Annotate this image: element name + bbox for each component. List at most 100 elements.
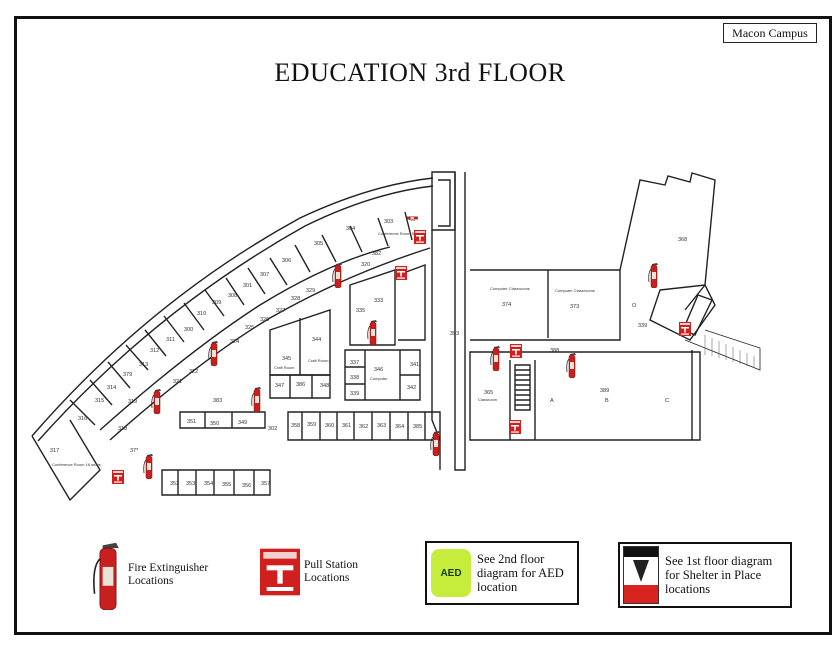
pull-station-icon — [679, 322, 691, 336]
svg-text:335: 335 — [356, 308, 365, 314]
svg-text:306: 306 — [282, 258, 291, 264]
fire-extinguisher-icon — [251, 386, 262, 412]
svg-text:Conference Room Seats: Conference Room Seats — [378, 231, 422, 236]
aed-icon: AED — [431, 549, 471, 597]
svg-text:349: 349 — [238, 420, 247, 426]
legend-shelter-line3: locations — [665, 582, 711, 596]
legend-extinguisher-line1: Fire Extinguisher — [128, 562, 209, 574]
svg-text:308: 308 — [228, 293, 237, 299]
pull-station-icon — [414, 230, 426, 244]
legend-pull-line1: Pull Station — [304, 559, 358, 571]
svg-text:338: 338 — [350, 375, 359, 381]
legend-extinguisher-line2: Locations — [128, 575, 174, 587]
svg-text:385: 385 — [413, 424, 422, 430]
legend-shelter: See 1st floor diagram for Shelter in Pla… — [618, 542, 792, 608]
svg-text:353: 353 — [186, 481, 195, 487]
pull-station-markers — [112, 230, 691, 484]
map-frame — [14, 16, 832, 635]
svg-text:309: 309 — [212, 300, 221, 306]
svg-text:386: 386 — [296, 382, 305, 388]
svg-text:314: 314 — [107, 385, 116, 391]
pull-station-icon — [112, 470, 124, 484]
svg-text:360: 360 — [325, 423, 334, 429]
svg-text:361: 361 — [342, 423, 351, 429]
svg-text:342: 342 — [407, 385, 416, 391]
svg-text:351: 351 — [187, 419, 196, 425]
svg-text:337: 337 — [350, 360, 359, 366]
svg-text:389: 389 — [600, 388, 609, 394]
fire-extinguisher-icon — [648, 262, 659, 288]
svg-text:317: 317 — [50, 448, 59, 454]
wall-outlines — [31, 171, 761, 502]
svg-text:B: B — [605, 398, 609, 404]
svg-text:301: 301 — [243, 283, 252, 289]
svg-text:356: 356 — [242, 483, 251, 489]
svg-text:37*: 37* — [130, 448, 139, 454]
room-labels: 303 304 305 306 307 301 308 309 310 300 … — [50, 219, 687, 489]
pull-station-icon — [260, 548, 300, 596]
svg-text:312: 312 — [150, 348, 159, 354]
svg-text:300: 300 — [184, 327, 193, 333]
svg-text:345: 345 — [282, 356, 291, 362]
svg-text:327: 327 — [276, 308, 285, 314]
svg-text:304: 304 — [346, 226, 355, 232]
svg-text:311: 311 — [166, 337, 175, 343]
svg-text:393: 393 — [450, 331, 459, 337]
svg-text:383: 383 — [213, 398, 222, 404]
legend-shelter-line2: for Shelter in Place — [665, 568, 762, 582]
svg-text:313: 313 — [139, 362, 148, 368]
svg-text:359: 359 — [307, 422, 316, 428]
svg-text:315: 315 — [95, 398, 104, 404]
legend-aed-line3: location — [477, 580, 518, 594]
legend-fire-extinguisher: Fire Extinguisher Locations — [88, 540, 208, 610]
svg-text:Classroom: Classroom — [478, 397, 498, 402]
fire-extinguisher-icon — [143, 453, 154, 479]
svg-text:302: 302 — [268, 426, 277, 432]
svg-text:303: 303 — [384, 219, 393, 225]
svg-text:333: 333 — [374, 298, 383, 304]
svg-text:347: 347 — [275, 383, 284, 389]
svg-text:Craft Room: Craft Room — [308, 358, 329, 363]
svg-text:379: 379 — [123, 372, 132, 378]
fire-extinguisher-icon — [566, 352, 577, 378]
page-title: EDUCATION 3rd FLOOR — [274, 58, 566, 87]
fire-extinguisher-icon — [406, 215, 418, 222]
pull-station-icon — [395, 266, 407, 280]
svg-text:352: 352 — [170, 481, 179, 487]
svg-text:318: 318 — [118, 426, 127, 432]
legend-pull-station: Pull Station Locations — [260, 548, 358, 596]
svg-text:320: 320 — [361, 262, 370, 268]
svg-text:350: 350 — [210, 421, 219, 427]
svg-text:Computer: Computer — [370, 376, 388, 381]
svg-text:341: 341 — [410, 362, 419, 368]
legend-aed-line1: See 2nd floor — [477, 552, 545, 566]
legend-pull-line2: Locations — [304, 572, 350, 584]
svg-text:348: 348 — [320, 383, 329, 389]
fire-extinguisher-icon — [367, 319, 378, 345]
svg-text:364: 364 — [395, 424, 404, 430]
svg-text:305: 305 — [314, 241, 323, 247]
svg-text:344: 344 — [312, 337, 321, 343]
svg-text:373: 373 — [570, 304, 579, 310]
fire-extinguisher-icon — [151, 388, 162, 414]
svg-text:310: 310 — [197, 311, 206, 317]
svg-text:321: 321 — [173, 379, 182, 385]
svg-text:328: 328 — [291, 296, 300, 302]
svg-text:365: 365 — [484, 390, 493, 396]
fire-extinguisher-icon — [430, 430, 441, 456]
svg-text:319: 319 — [128, 399, 137, 405]
campus-label: Macon Campus — [723, 23, 817, 43]
svg-text:A: A — [550, 398, 554, 404]
svg-text:O: O — [632, 303, 637, 309]
pull-station-icon — [509, 420, 521, 434]
svg-text:374: 374 — [502, 302, 511, 308]
fire-extinguisher-icon — [93, 542, 119, 610]
svg-text:Computer Classrooms: Computer Classrooms — [490, 286, 530, 291]
svg-text:324: 324 — [230, 339, 239, 345]
svg-text:339: 339 — [638, 323, 647, 329]
pull-station-icon — [510, 344, 522, 358]
ramp-hatch — [704, 335, 755, 368]
svg-text:355: 355 — [222, 482, 231, 488]
svg-text:382: 382 — [372, 251, 381, 257]
